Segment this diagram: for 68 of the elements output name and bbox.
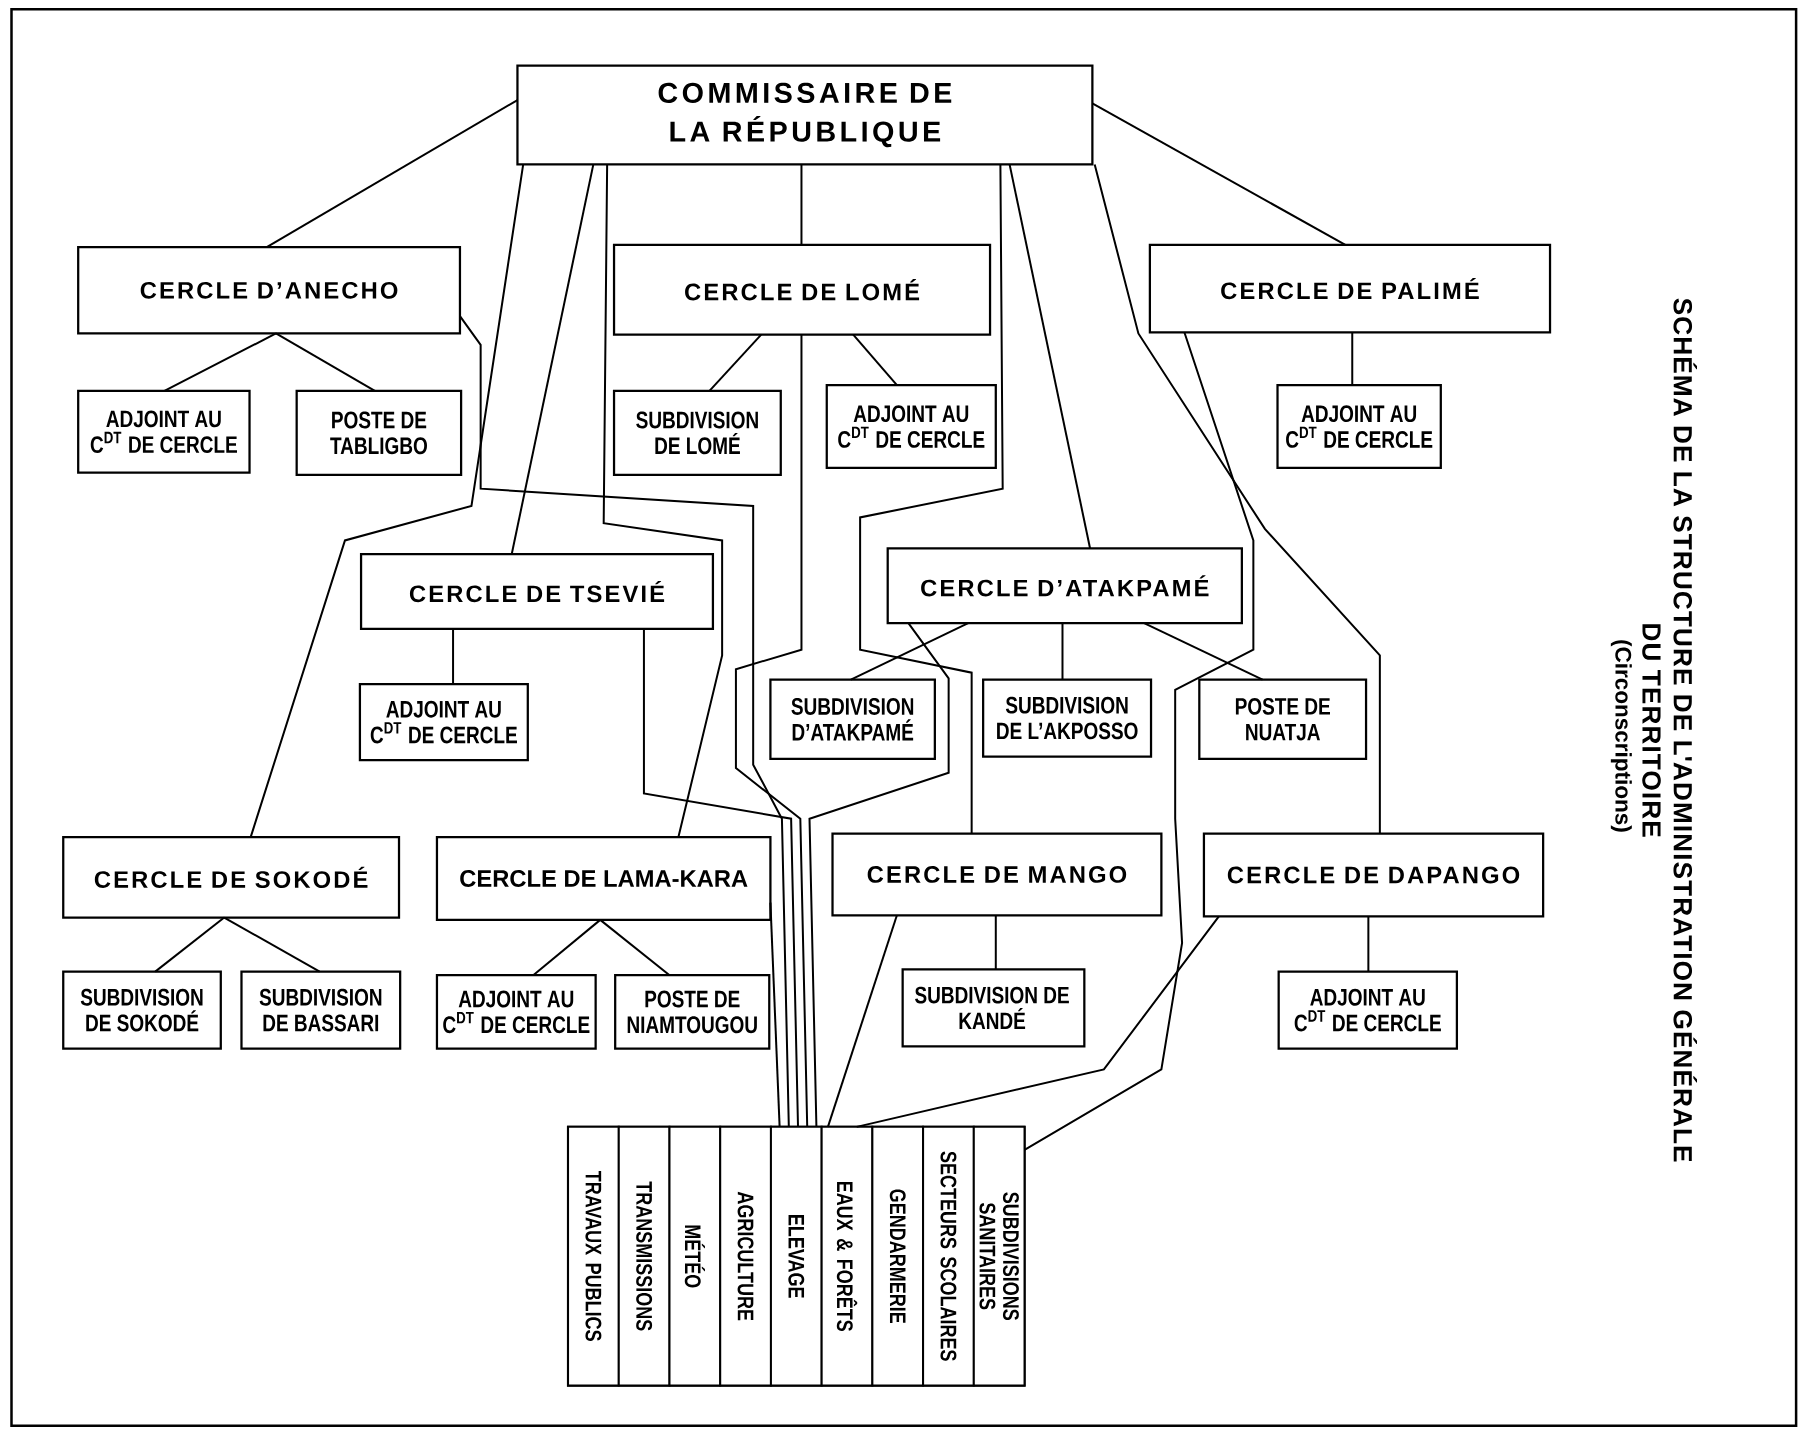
connector-line xyxy=(1023,331,1255,1151)
connector-line xyxy=(855,915,1220,1128)
title-text: SCHÉMA DE LA STRUCTURE DE L'ADMINISTRATION GÉNÉRALE DU TERRITOIRE xyxy=(1642,298,1697,1162)
connector-line xyxy=(769,901,781,1128)
connector-line xyxy=(1091,102,1347,246)
org-box: CERCLE DE LOMÉ xyxy=(612,243,992,336)
connector-line xyxy=(599,918,671,976)
org-box: CERCLE DE TSEVIÉ xyxy=(359,552,715,630)
org-box: CERCLE DE MANGO xyxy=(831,832,1163,917)
connector-line xyxy=(223,916,321,973)
org-box: POSTE DE NIAMTOUGOU xyxy=(614,973,771,1050)
org-box: CERCLE DE DAPANGO xyxy=(1202,832,1545,918)
org-box: ADJOINT AU C$^{DT}$ DE CERCLE xyxy=(1277,970,1458,1050)
connector-line xyxy=(532,918,602,976)
connector-line xyxy=(163,332,277,392)
org-box: CERCLE DE LAMA-KARA xyxy=(435,835,772,921)
connector-line xyxy=(249,163,525,838)
org-box: SUBDIVISION DE BASSARI xyxy=(240,970,402,1050)
connector-line xyxy=(510,163,595,555)
org-box: CERCLE D’ANECHO xyxy=(77,245,462,335)
connector-line xyxy=(1093,163,1381,835)
org-box: ADJOINT AU C$^{DT}$ DE CERCLE xyxy=(358,682,529,761)
org-box: SUBDIVISION DE LOMÉ xyxy=(612,389,782,476)
connector-line xyxy=(458,315,790,1128)
org-box: CERCLE DE SOKODÉ xyxy=(62,835,401,919)
connector-line xyxy=(154,916,226,973)
connector-line xyxy=(1367,915,1370,973)
org-box: ADJOINT AU C$^{DT}$ DE CERCLE xyxy=(435,973,597,1050)
connector-line xyxy=(1143,622,1264,681)
connector-line xyxy=(1008,163,1092,550)
service-column: MÉTÉO xyxy=(668,1125,722,1387)
org-box: SUBDIVISION DE L’AKPOSSO xyxy=(982,678,1153,758)
service-column: SECTEURS SCOLAIRES xyxy=(922,1125,975,1387)
org-box: CERCLE DE PALIMÉ xyxy=(1148,243,1552,334)
service-column: SUBDIVISIONS SANITAIRES xyxy=(972,1125,1026,1387)
connector-line xyxy=(265,98,519,248)
connector-line xyxy=(800,163,803,246)
connector-line xyxy=(808,622,950,1128)
org-box: ADJOINT AU C$^{DT}$ DE CERCLE xyxy=(77,389,251,474)
connector-line xyxy=(1351,331,1354,386)
connector-line xyxy=(602,163,724,838)
service-column: EAUX & FORÊTS xyxy=(820,1125,874,1387)
caption-text: (Circonscriptions) xyxy=(1610,639,1632,832)
connector-line xyxy=(734,333,809,1128)
connector-line xyxy=(849,622,970,681)
connector-line xyxy=(708,333,763,392)
connector-line xyxy=(826,914,898,1128)
connector-line xyxy=(452,627,455,685)
connector-line xyxy=(852,333,898,386)
org-box: POSTE DE NUATJA xyxy=(1198,678,1368,760)
connector-line xyxy=(274,332,376,392)
org-box: SUBDIVISION DE KANDÉ xyxy=(901,968,1086,1048)
org-box: ADJOINT AU C$^{DT}$ DE CERCLE xyxy=(1276,383,1442,469)
org-box: SUBDIVISION D’ATAKPAMÉ xyxy=(769,678,936,760)
service-column: ELEVAGE xyxy=(769,1125,823,1387)
service-column: TRANSMISSIONS xyxy=(617,1125,671,1387)
connector-line xyxy=(859,163,1004,835)
connector-line xyxy=(1061,622,1064,681)
connector-line xyxy=(642,627,799,1128)
service-column: GENDARMERIE xyxy=(871,1125,925,1387)
connector-line xyxy=(994,914,997,971)
org-box: SUBDIVISION DE SOKODÉ xyxy=(62,970,222,1050)
org-box: POSTE DE TABLIGBO xyxy=(295,389,463,476)
service-column: AGRICULTURE xyxy=(719,1125,772,1387)
org-box: ADJOINT AU C$^{DT}$ DE CERCLE xyxy=(825,383,997,469)
org-box: CERCLE D’ATAKPAMÉ xyxy=(886,547,1243,625)
org-box: COMMISSAIRE DE LA RÉPUBLIQUE xyxy=(516,64,1094,166)
service-column: TRAVAUX PUBLICS xyxy=(567,1125,620,1387)
